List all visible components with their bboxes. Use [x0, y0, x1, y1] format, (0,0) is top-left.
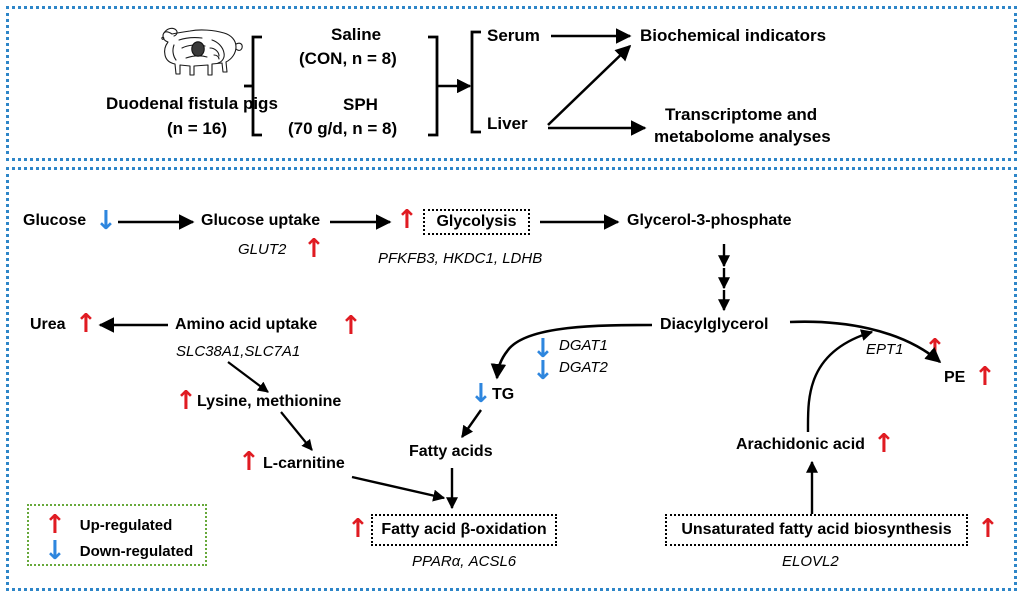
genes-ufa: ELOVL2	[782, 553, 839, 570]
node-glucose-uptake: Glucose uptake	[201, 212, 321, 229]
urea-up-arrow: ↑	[75, 309, 97, 339]
group-saline-detail: (CON, n = 8)	[299, 49, 397, 68]
tg-down-arrow: ↓	[470, 379, 492, 409]
gene-ept1: EPT1	[866, 341, 904, 358]
box-fatty-acid-beta-oxidation: Fatty acid β-oxidation	[371, 514, 557, 546]
node-glycerol-3-phosphate: Glycerol-3-phosphate	[627, 212, 792, 229]
sample-liver: Liver	[487, 114, 528, 133]
gene-glut2: GLUT2	[238, 241, 287, 258]
ept1-up-arrow: ↑	[924, 334, 946, 364]
gene-dgat2: DGAT2	[559, 359, 608, 376]
node-pe: PE	[944, 369, 966, 386]
node-diacylglycerol: Diacylglycerol	[660, 316, 769, 333]
animal-label-line2: (n = 16)	[167, 119, 227, 138]
group-sph-detail: (70 g/d, n = 8)	[288, 119, 398, 138]
output-transcriptome-line2: metabolome analyses	[654, 127, 831, 146]
pig-icon	[161, 27, 243, 76]
node-fatty-acids: Fatty acids	[409, 443, 493, 460]
legend-down-icon: ↓	[44, 536, 66, 566]
animal-label-line1: Duodenal fistula pigs	[106, 94, 278, 113]
lysine-up-arrow: ↑	[175, 386, 197, 416]
node-urea: Urea	[30, 316, 66, 333]
genes-fa-boxidation: PPARα, ACSL6	[412, 553, 517, 570]
study-design-panel	[6, 6, 1017, 161]
genes-glycolysis: PFKFB3, HKDC1, LDHB	[378, 250, 543, 267]
node-tg: TG	[492, 386, 515, 403]
ufa-up-arrow: ↑	[977, 514, 999, 544]
group-sph-name: SPH	[343, 95, 378, 114]
sample-serum: Serum	[487, 26, 540, 45]
legend-up-icon: ↑	[44, 510, 66, 540]
pe-up-arrow: ↑	[974, 362, 996, 392]
node-amino-acid-uptake: Amino acid uptake	[175, 316, 318, 333]
node-glucose: Glucose	[23, 212, 87, 229]
amino-acid-up-arrow: ↑	[340, 311, 362, 341]
box-unsaturated-fatty-acid-biosynthesis: Unsaturated fatty acid biosynthesis	[665, 514, 968, 546]
glucose-down-arrow: ↓	[95, 206, 117, 236]
fa-boxidation-up-arrow: ↑	[347, 514, 369, 544]
legend-up-label: Up-regulated	[79, 516, 173, 534]
l-carnitine-up-arrow: ↑	[238, 447, 260, 477]
group-saline-name: Saline	[331, 25, 382, 44]
arachidonic-up-arrow: ↑	[873, 429, 895, 459]
gene-dgat1: DGAT1	[559, 337, 608, 354]
glycolysis-up-arrow: ↑	[396, 205, 418, 235]
box-glycolysis: Glycolysis	[423, 209, 530, 235]
output-biochemical: Biochemical indicators	[640, 26, 827, 45]
legend-box	[27, 504, 207, 566]
node-arachidonic-acid: Arachidonic acid	[736, 436, 865, 453]
legend-row-up: ↑ Up-regulated	[44, 512, 172, 538]
legend-down-label: Down-regulated	[79, 542, 194, 560]
dgat-down-arrow-2: ↓	[532, 356, 554, 386]
glut2-up-arrow: ↑	[303, 234, 325, 264]
legend-row-down: ↓ Down-regulated	[44, 538, 193, 564]
node-l-carnitine: L-carnitine	[263, 455, 345, 472]
output-transcriptome-line1: Transcriptome and	[665, 105, 818, 124]
node-lysine-methionine: Lysine, methionine	[197, 393, 342, 410]
genes-amino-acid: SLC38A1,SLC7A1	[176, 343, 301, 360]
